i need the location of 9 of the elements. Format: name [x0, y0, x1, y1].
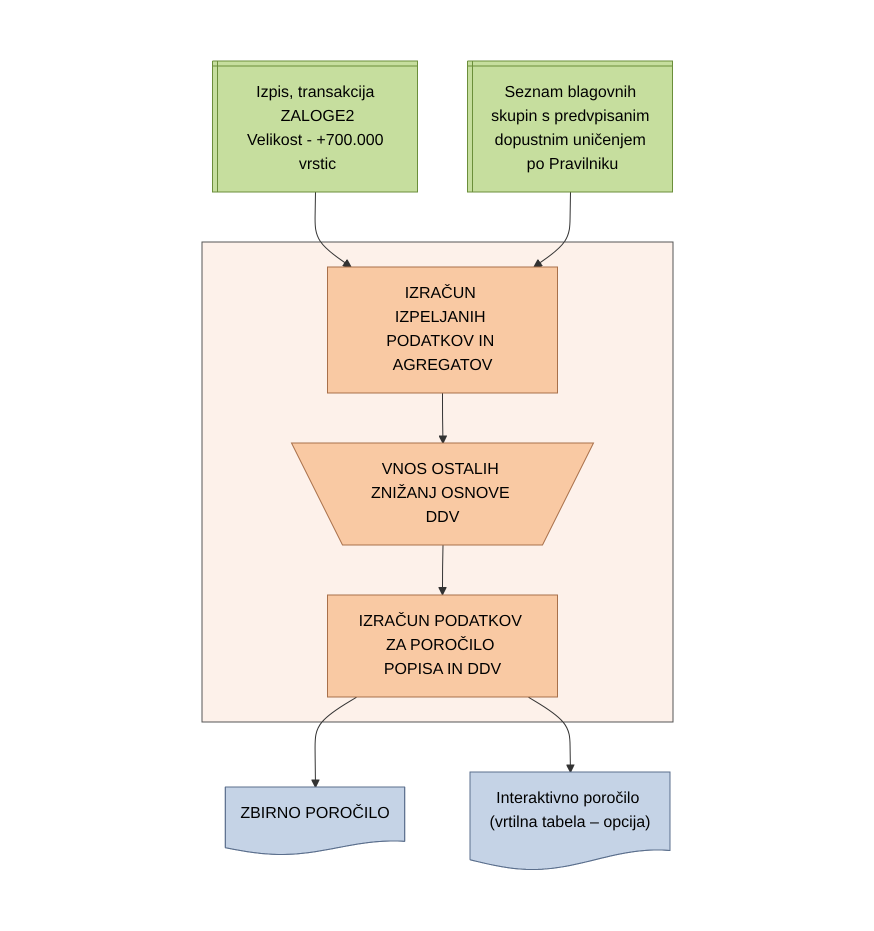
arrow — [527, 696, 574, 774]
arrow — [438, 392, 447, 444]
arrow — [532, 192, 570, 268]
node-box: IZRAČUN IZPELJANIH PODATKOV IN AGREGATOV — [326, 266, 558, 394]
arrow — [314, 192, 352, 268]
arrow — [438, 545, 446, 596]
node-box: IZRAČUN PODATKOV ZA POROČILO POPISA IN DDV — [326, 594, 558, 698]
cluster — [201, 242, 673, 723]
arrow — [310, 696, 357, 788]
